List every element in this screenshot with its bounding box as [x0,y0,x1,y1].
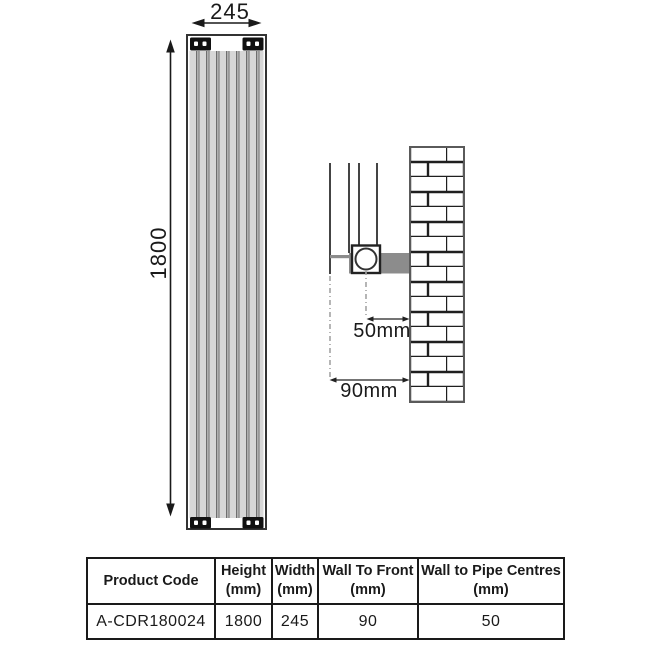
width-dimension-label: 245 [210,0,250,24]
pipe-circle [354,247,378,271]
header-title: Height [220,563,267,580]
col-header-wall-to-pipe-centres: Wall to Pipe Centres (mm) [417,557,565,605]
bracket-top-left [190,37,211,51]
cell-width: 245 [271,603,319,640]
radiator-front-view: 245 1800 [146,0,267,530]
bracket-bottom-left [190,517,211,529]
cell-product-code: A-CDR180024 [86,603,216,640]
spec-table: Product Code Height (mm) Width (mm) Wall… [86,557,565,640]
header-title: Wall to Pipe Centres [421,563,561,580]
pipe-centre-dimension [366,316,410,322]
spec-table-header-row: Product Code Height (mm) Width (mm) Wall… [86,557,565,605]
header-title: Wall To Front [322,563,414,580]
radiator-bottom-edge [330,255,352,259]
wall-to-front-dimension-label: 90mm [340,380,398,402]
radiator-side-view: 50mm 90mm [329,146,465,403]
wall-to-front-dimension [329,377,410,383]
cell-wall-to-front: 90 [317,603,419,640]
radiator-column-lines [348,163,360,253]
brick-wall [409,146,465,403]
pipe-centre-dimension-label: 50mm [353,320,411,342]
header-title: Product Code [103,572,199,589]
header-unit: (mm) [473,582,509,598]
width-dimension-arrow [191,18,262,28]
header-title: Width [274,563,316,580]
header-unit: (mm) [277,582,313,598]
height-dimension-label: 1800 [146,227,171,280]
bracket-top-right [242,37,264,51]
bracket-bottom-right [242,517,264,529]
header-unit: (mm) [350,582,386,598]
height-dimension-arrow [166,39,175,517]
spec-table-data-row: A-CDR180024 1800 245 90 50 [86,603,565,640]
header-unit: (mm) [225,582,262,598]
col-header-width: Width (mm) [271,557,319,605]
col-header-wall-to-front: Wall To Front (mm) [317,557,419,605]
cell-height: 1800 [214,603,273,640]
cell-wall-to-pipe-centres: 50 [417,603,565,640]
radiator-fins [189,51,264,518]
col-header-height: Height (mm) [214,557,273,605]
col-header-product-code: Product Code [86,557,216,605]
